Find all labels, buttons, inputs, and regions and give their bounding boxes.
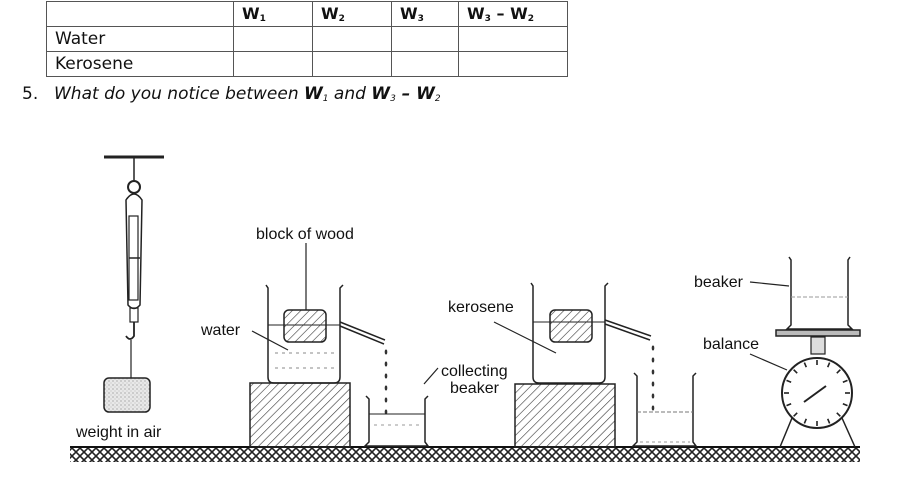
- header-w2-sub: 2: [338, 14, 345, 24]
- balance-pan: [775, 329, 861, 337]
- drops-kerosene: [651, 345, 655, 411]
- overflow-can-water: [265, 284, 344, 384]
- dial-ticks: [784, 360, 850, 426]
- q-w3: W: [371, 84, 391, 104]
- q-w1: W: [304, 84, 323, 104]
- cell-kerosene-w3-w2[interactable]: [458, 51, 568, 77]
- header-w2b-sub: 2: [527, 14, 534, 24]
- weight-block: [103, 377, 151, 413]
- beaker-on-balance: [785, 256, 854, 330]
- dial-tick: [842, 402, 848, 407]
- wood-block-kerosene: [549, 309, 593, 343]
- dial-tick: [803, 362, 808, 368]
- row-label-water: Water: [46, 26, 234, 52]
- water-setup: [249, 243, 430, 448]
- question-5: 5.What do you notice between W1 and W3 –…: [22, 84, 441, 104]
- dial-tick: [793, 369, 798, 374]
- label-beaker-collecting: beaker: [450, 380, 500, 397]
- label-weight-in-air: weight in air: [75, 424, 162, 441]
- overflow-can-kerosene: [530, 282, 609, 384]
- question-text: What do you notice between W1 and W3 – W…: [54, 84, 441, 104]
- balance-setup: [749, 256, 861, 448]
- balance-stem: [810, 336, 826, 355]
- header-w1-text: W: [242, 4, 260, 23]
- header-w1-sub: 1: [259, 14, 266, 24]
- drops-water: [384, 349, 388, 415]
- dial-tick: [836, 412, 841, 417]
- spring-balance: [103, 155, 164, 413]
- header-w3m-text: W: [467, 4, 485, 23]
- collecting-beaker-2: [631, 372, 698, 447]
- label-water: water: [200, 322, 241, 339]
- cell-kerosene-w2[interactable]: [312, 51, 392, 77]
- ground: [70, 446, 860, 462]
- header-w3-minus-w2: W3 – W2: [458, 1, 568, 27]
- q-and: and: [328, 84, 372, 104]
- q-w2: W: [416, 84, 435, 104]
- cell-kerosene-w1[interactable]: [233, 51, 313, 77]
- kerosene-setup: [423, 282, 698, 448]
- label-block-of-wood: block of wood: [256, 226, 354, 243]
- dial-tick: [836, 369, 841, 374]
- dial-tick: [826, 362, 831, 368]
- dial-tick: [842, 379, 848, 384]
- dial-tick: [786, 379, 792, 384]
- header-w3m-sub: 3: [484, 14, 491, 24]
- dial-pointer: [803, 385, 827, 403]
- label-balance: balance: [703, 336, 759, 353]
- collecting-beaker-1: [363, 395, 430, 447]
- header-w2-text: W: [321, 4, 339, 23]
- label-beaker: beaker: [694, 274, 744, 291]
- dial-tick: [803, 418, 808, 424]
- header-w3-sub: 3: [417, 14, 424, 24]
- question-number: 5.: [22, 84, 39, 104]
- q-w1-sub: 1: [322, 94, 329, 104]
- header-minus: –: [496, 4, 505, 23]
- support-block-1: [249, 382, 351, 448]
- question-text-before: What do you notice between: [54, 84, 304, 104]
- dial-tick: [826, 418, 831, 424]
- row-label-kerosene: Kerosene: [46, 51, 234, 77]
- q-w3-sub: 3: [390, 94, 396, 104]
- header-w2b-text: W: [510, 4, 528, 23]
- q-minus: –: [395, 84, 417, 104]
- label-collecting: collecting: [441, 363, 508, 380]
- wood-block-water: [283, 309, 327, 343]
- q-w2-sub: 2: [434, 94, 441, 104]
- dial-tick: [793, 412, 798, 417]
- table-row: Kerosene: [46, 51, 568, 77]
- label-kerosene: kerosene: [448, 299, 514, 316]
- header-w3-text: W: [400, 4, 418, 23]
- results-table: W1 W2 W3 W3 – W2 Water Kerosene: [46, 1, 568, 77]
- dial-tick: [786, 402, 792, 407]
- support-block-2: [514, 383, 616, 448]
- cell-kerosene-w3[interactable]: [391, 51, 459, 77]
